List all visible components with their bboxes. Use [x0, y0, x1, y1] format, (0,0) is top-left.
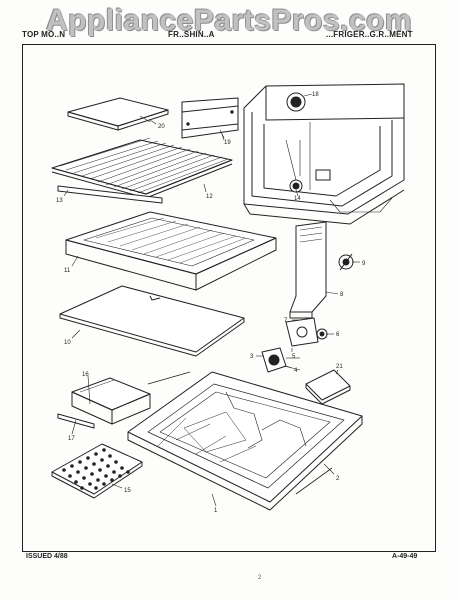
callout-6: 6 [336, 332, 340, 338]
part-fan-shroud [285, 317, 328, 347]
diagram-frame [22, 44, 436, 552]
callout-19: 19 [224, 140, 231, 146]
part-crisper-glass [59, 285, 245, 357]
part-crisper-cover [65, 211, 277, 291]
watermark: AppliancePartsPros.com [45, 4, 413, 37]
ice-tray-cells [62, 448, 130, 490]
callout-labels: 20 19 13 12 11 10 16 17 15 1 2 8 9 7 6 5… [56, 92, 366, 514]
part-shelf-glass-small [67, 97, 169, 131]
callout-4: 4 [294, 368, 298, 374]
callout-11: 11 [64, 268, 71, 274]
callout-1: 1 [214, 508, 218, 514]
callout-20: 20 [158, 124, 165, 130]
callout-21: 21 [336, 364, 343, 370]
callout-5: 5 [292, 354, 296, 360]
header-title: FR..SHIN..A [168, 30, 215, 39]
callout-17: 17 [68, 436, 75, 442]
callout-7: 7 [284, 318, 288, 324]
callout-8: 8 [340, 292, 344, 298]
page-code: A-49-49 [392, 553, 418, 560]
callout-3: 3 [250, 354, 254, 360]
part-control-knob [338, 253, 354, 271]
callout-13: 13 [56, 198, 63, 204]
callout-15: 15 [124, 488, 131, 494]
part-crisper-drawer [71, 377, 151, 425]
callout-9: 9 [362, 261, 366, 267]
part-air-duct [289, 221, 327, 319]
callout-12: 12 [206, 194, 213, 200]
callout-18: 18 [312, 92, 319, 98]
header-section: ...FRIGER..G.R..MENT [326, 30, 413, 39]
header-model: TOP MO..N [22, 30, 66, 39]
callout-2: 2 [336, 476, 340, 482]
leader-lines [63, 93, 360, 507]
issued-date: ISSUED 4/88 [26, 553, 68, 560]
part-wire-shelf [51, 137, 233, 204]
part-divider-panel [181, 97, 239, 139]
part-drain-pan [305, 369, 351, 405]
callout-14: 14 [294, 196, 301, 202]
callout-16: 16 [82, 372, 89, 378]
part-cabinet-liner [243, 83, 405, 225]
callout-10: 10 [64, 340, 71, 346]
part-freezer-base [127, 371, 363, 511]
stray-mark: 2 [258, 575, 262, 581]
